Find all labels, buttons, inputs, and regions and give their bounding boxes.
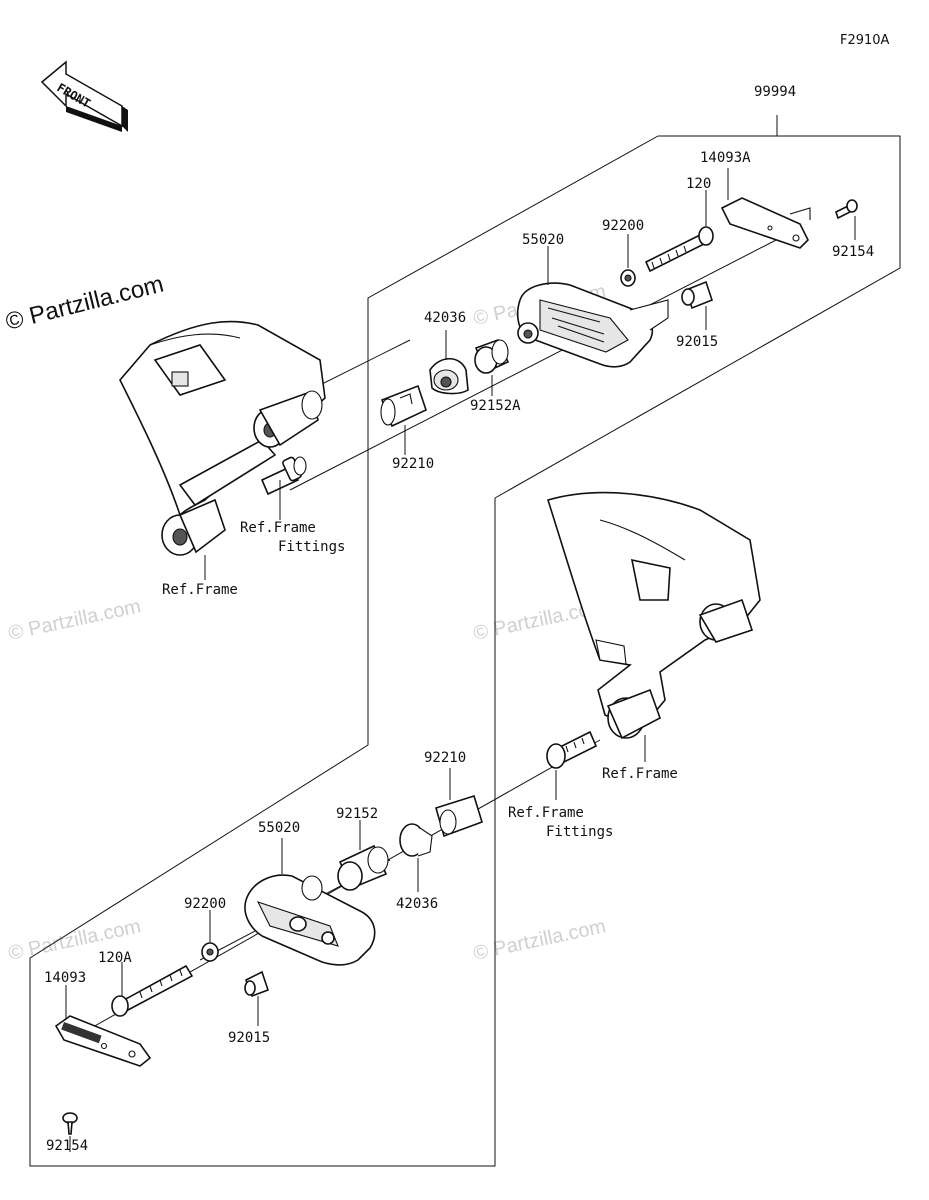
lower-frame-ref [546, 491, 761, 740]
front-arrow-icon: FRONT [40, 60, 128, 132]
upper-frame-ref [119, 320, 326, 556]
callout-lower-plate: 14093 [44, 970, 86, 986]
callout-lower-slider: 55020 [258, 820, 300, 836]
callout-lower-ref-frame-fittings-2: Fittings [546, 824, 613, 840]
callout-upper-washer: 92200 [602, 218, 644, 234]
callout-upper-collar: 92015 [676, 334, 718, 350]
callout-lower-adapter: 92210 [424, 750, 466, 766]
diagram-code: F2910A [840, 33, 890, 48]
callout-assembly: 99994 [754, 84, 796, 100]
callout-upper-bolt: 120 [686, 176, 711, 192]
callout-upper-slider: 55020 [522, 232, 564, 248]
callout-lower-ref-frame-fittings-1: Ref.Frame [508, 805, 584, 821]
callout-lower-cap: 42036 [396, 896, 438, 912]
callout-upper-ref-frame: Ref.Frame [162, 582, 238, 598]
watermark-main: © Partzilla.com [3, 271, 166, 336]
callout-upper-small-bolt: 92154 [832, 244, 874, 260]
callout-upper-ref-frame-fittings-1: Ref.Frame [240, 520, 316, 536]
lower-frame-fitting [546, 730, 598, 769]
upper-spacer-92152a [474, 338, 510, 374]
lower-collar-92015 [244, 970, 270, 998]
lower-small-bolt-92154 [62, 1112, 78, 1135]
callout-upper-plate: 14093A [700, 150, 751, 166]
callout-lower-bolt: 120A [98, 950, 132, 966]
upper-adapter-92210 [380, 384, 427, 428]
callout-upper-cap: 42036 [424, 310, 466, 326]
lower-spacer-92152 [337, 844, 389, 891]
lower-plate-14093 [54, 1015, 152, 1067]
callout-lower-collar: 92015 [228, 1030, 270, 1046]
upper-slider-55020 [516, 282, 669, 368]
upper-plate-14093a [720, 197, 811, 249]
callout-upper-ref-frame-fittings-2: Fittings [278, 539, 345, 555]
callout-lower-small-bolt: 92154 [46, 1138, 88, 1154]
lower-washer-92200 [201, 942, 219, 962]
lower-bolt-120a [111, 964, 194, 1017]
watermark-left-mid: © Partzilla.com [6, 595, 142, 645]
callout-upper-adapter: 92210 [392, 456, 434, 472]
upper-axis-line [289, 237, 781, 491]
upper-small-bolt-92154 [835, 199, 858, 220]
upper-bolt-120 [644, 226, 714, 273]
lower-cap-42036 [399, 823, 433, 857]
upper-washer-92200 [620, 269, 636, 287]
callout-lower-spacer: 92152 [336, 806, 378, 822]
upper-frame-fitting [260, 456, 307, 496]
lower-slider-55020 [244, 874, 376, 966]
upper-collar-92015 [681, 280, 713, 310]
callout-upper-spacer: 92152A [470, 398, 521, 414]
assembly-outline [29, 115, 901, 1167]
watermark-right-low: © Partzilla.com [471, 915, 607, 965]
upper-cap-42036 [429, 357, 469, 395]
callout-lower-ref-frame: Ref.Frame [602, 766, 678, 782]
callout-lower-washer: 92200 [184, 896, 226, 912]
lower-adapter-92210 [435, 794, 483, 838]
